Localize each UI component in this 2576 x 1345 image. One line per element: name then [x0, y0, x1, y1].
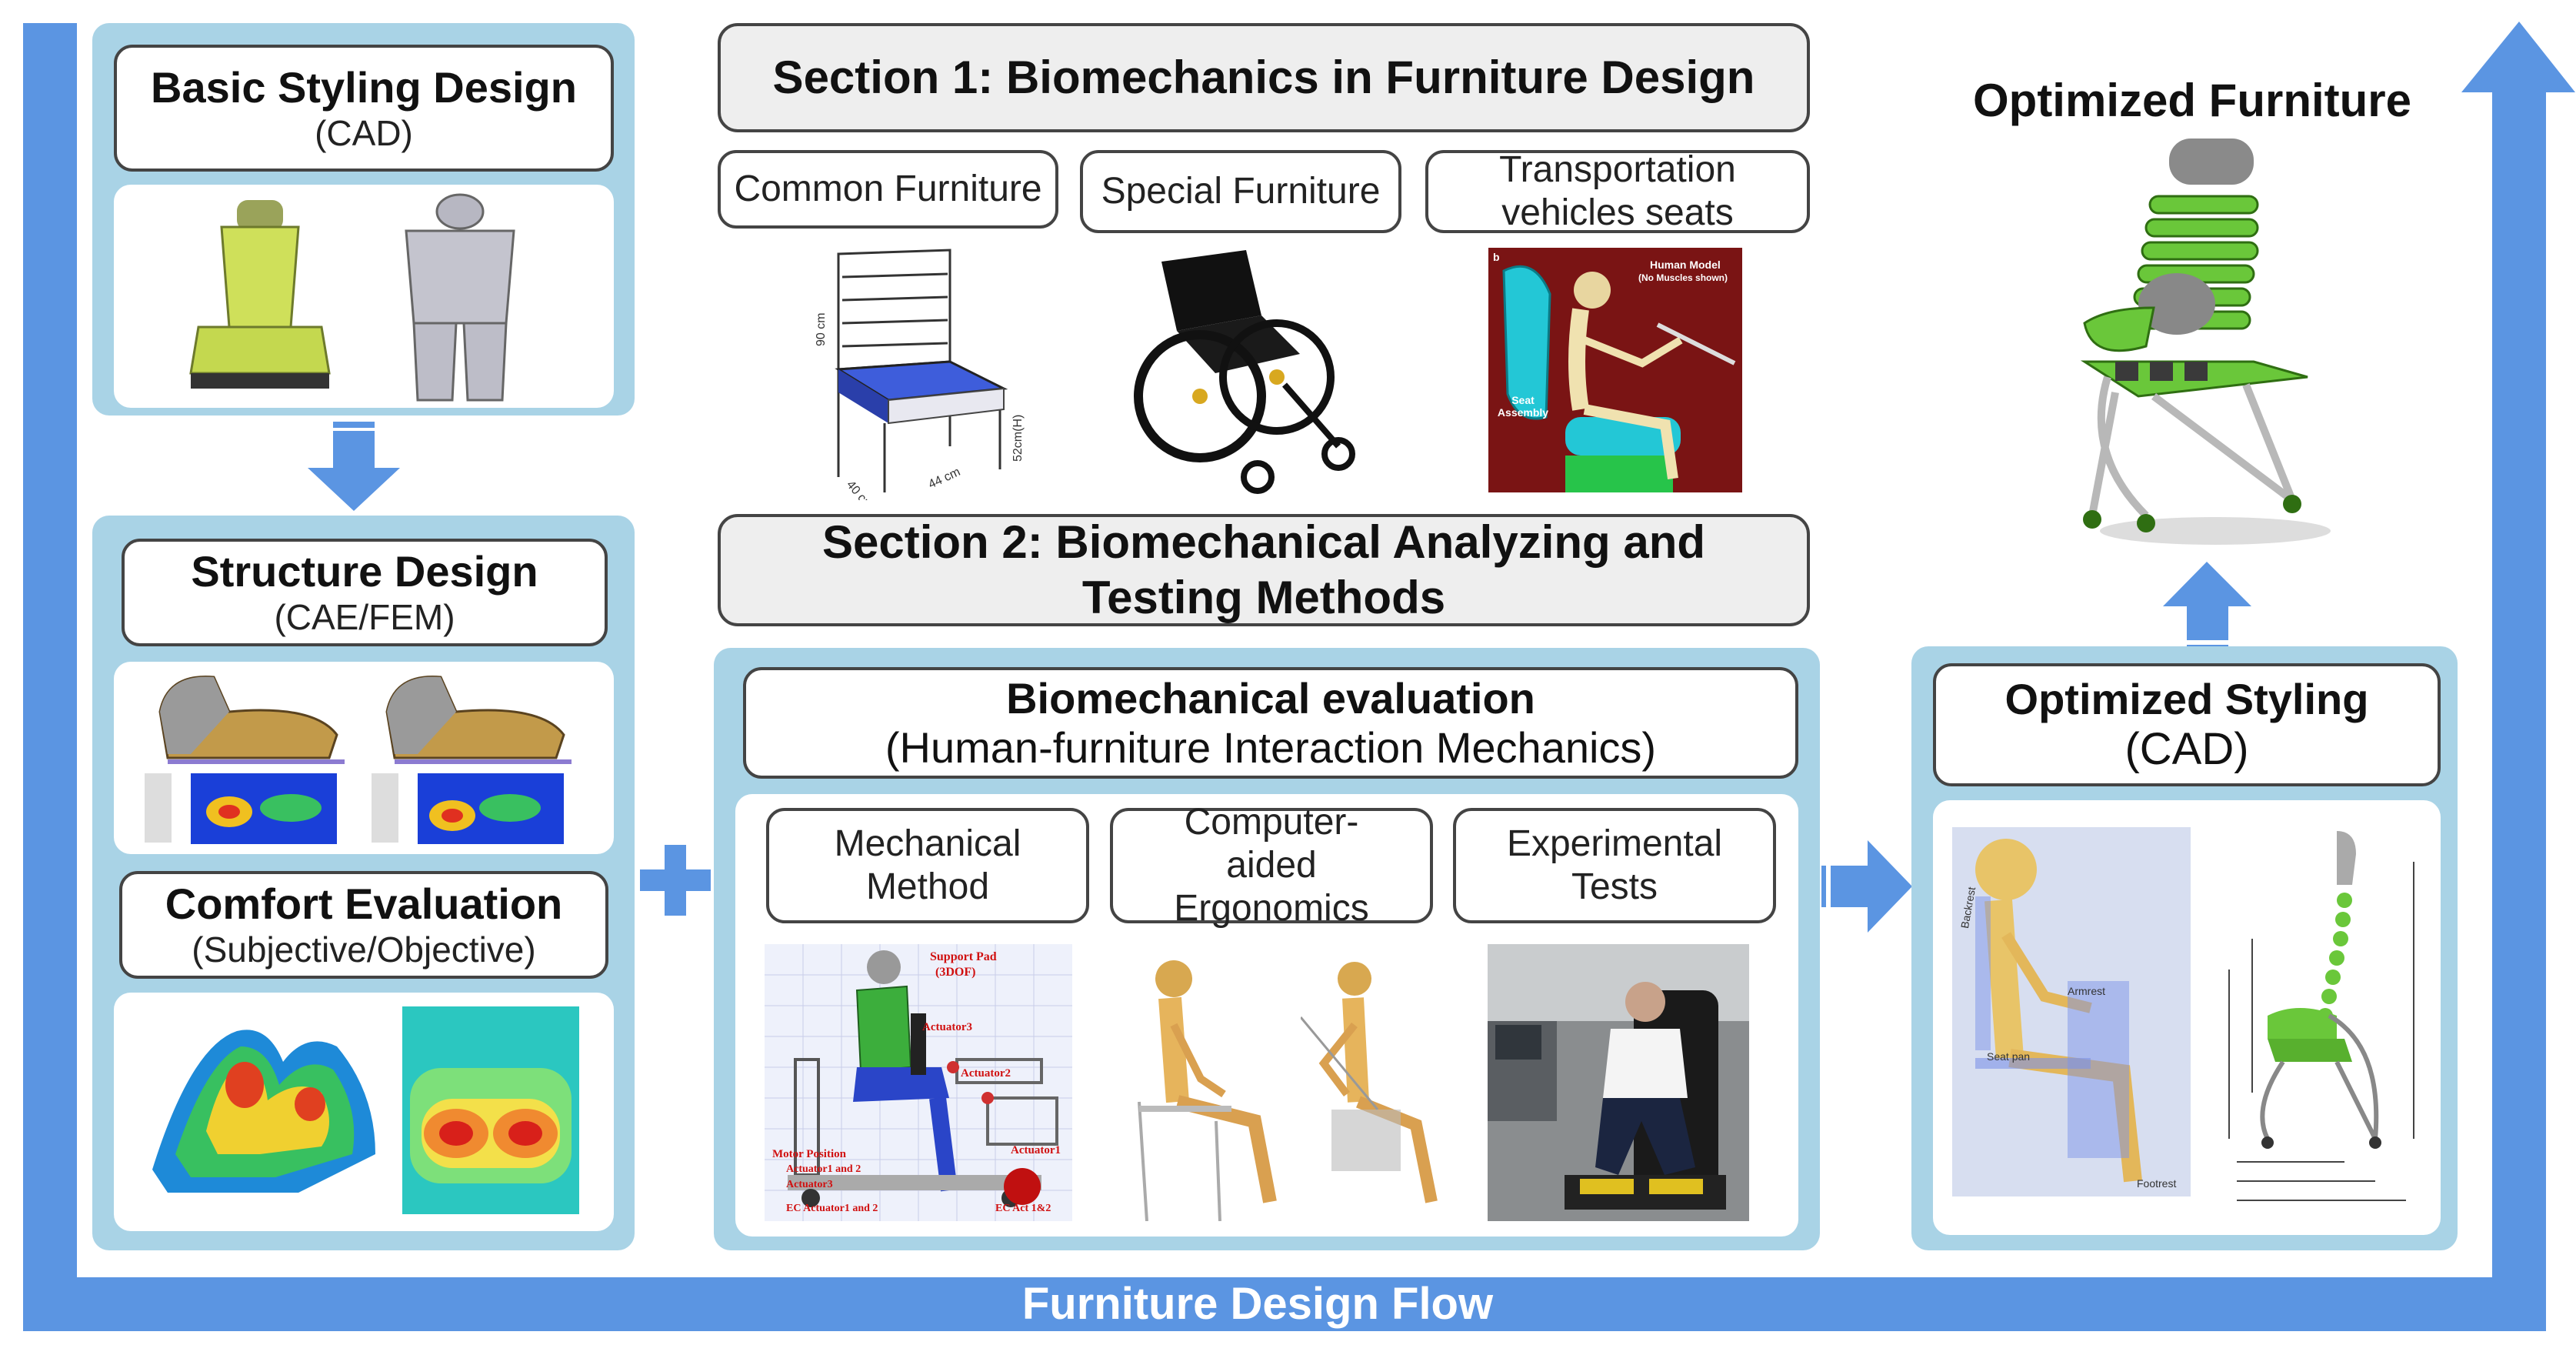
- dim-height: 90 cm: [815, 312, 828, 346]
- category-special: Special Furniture: [1080, 150, 1401, 233]
- basic-styling-subtitle: (CAD): [315, 112, 413, 153]
- evaluation-label: Biomechanical evaluation (Human-furnitur…: [743, 667, 1798, 779]
- basic-styling-image-area: [114, 185, 614, 408]
- structure-subtitle: (CAE/FEM): [274, 597, 455, 637]
- mech-act2-label: Actuator2: [961, 1067, 1011, 1080]
- fem-foot-image-1: [145, 676, 345, 844]
- optimized-furniture-title: Optimized Furniture: [1973, 75, 2411, 126]
- section1-header: Section 1: Biomechanics in Furniture Des…: [718, 23, 1810, 132]
- plus-icon: [640, 845, 711, 916]
- seat-cad-image: [189, 200, 331, 389]
- basic-styling-panel: Basic Styling Design (CAD): [92, 23, 635, 416]
- mech-dof-label: (3DOF): [935, 966, 976, 979]
- optimized-chair-image: [2080, 139, 2331, 545]
- pressure-map-image: [402, 1006, 579, 1214]
- section2-header: Section 2: Biomechanical Analyzing and T…: [718, 514, 1810, 626]
- dim-seat-height: 52cm(H): [1011, 415, 1025, 462]
- optimized-styling-label: Optimized Styling (CAD): [1933, 663, 2441, 786]
- dim-width: 44 cm: [927, 466, 963, 492]
- right-arrow: [1821, 840, 1912, 933]
- down-arrow-1: [308, 422, 400, 511]
- mech-support-label: Support Pad: [930, 950, 997, 963]
- experimental-test-photo: [1488, 944, 1749, 1221]
- comfort-label: Comfort Evaluation (Subjective/Objective…: [119, 871, 608, 979]
- basic-styling-label: Basic Styling Design (CAD): [114, 45, 614, 172]
- skeleton-seated-image-1: [1138, 960, 1277, 1221]
- dim-depth: 40 cm: [844, 479, 875, 500]
- body-mannequin-image: [405, 193, 515, 402]
- structure-image-area: [114, 662, 614, 854]
- cad-skeleton-image: Backrest Armrest Seat pan Footrest: [1952, 827, 2191, 1196]
- optimized-styling-panel: Optimized Styling (CAD) Backrest Armrest…: [1911, 646, 2458, 1250]
- evaluation-subtitle: (Human-furniture Interaction Mechanics): [885, 723, 1657, 772]
- transport-seat-label: Seat Assembly: [1497, 394, 1549, 419]
- comfort-image-area: [114, 993, 614, 1231]
- mech-ec12-label: EC Actuator1 and 2: [786, 1203, 878, 1214]
- evaluation-title: Biomechanical evaluation: [1006, 673, 1535, 723]
- cad-footrest-label: Footrest: [2137, 1177, 2177, 1190]
- mech-ecact-label: EC Act 1&2: [995, 1203, 1051, 1214]
- up-arrow: [2163, 562, 2251, 651]
- method-computer-aided: Computer-aided Ergonomics: [1110, 802, 1433, 929]
- method-experimental: Experimental Tests: [1453, 808, 1776, 923]
- evaluation-methods-area: Mechanical Method Computer-aided Ergonom…: [735, 794, 1798, 1237]
- category-common: Common Furniture: [718, 150, 1058, 229]
- flow-label: Furniture Design Flow: [1021, 1279, 1494, 1329]
- pressure-surface-image: [152, 1030, 375, 1193]
- basic-styling-title: Basic Styling Design: [151, 62, 577, 112]
- transport-seat-image: b Human Model (No Muscles shown) Seat As…: [1488, 248, 1742, 492]
- fem-foot-image-2: [372, 676, 572, 844]
- mech-act3-label: Actuator3: [922, 1021, 972, 1033]
- wheelchair-image: [1134, 250, 1355, 494]
- mechanical-rig-image: Support Pad (3DOF) Actuator3 Actuator2 A…: [765, 944, 1072, 1221]
- cad-seat-label: Seat pan: [1987, 1050, 2031, 1063]
- structure-comfort-panel: Structure Design (CAE/FEM) Comfort Evalu…: [92, 516, 635, 1250]
- transport-tag: b: [1493, 251, 1500, 263]
- category-transport: Transportation vehicles seats: [1425, 149, 1810, 233]
- optimized-styling-subtitle: (CAD): [2124, 724, 2249, 774]
- method-mechanical: Mechanical Method: [766, 808, 1089, 923]
- transport-model-label: Human Model: [1650, 259, 1721, 271]
- cad-chair-drawing: [2228, 831, 2414, 1201]
- skeleton-seated-image-2: [1301, 962, 1438, 1203]
- mech-act1-label: Actuator1: [1011, 1144, 1061, 1156]
- optimized-styling-title: Optimized Styling: [2004, 675, 2369, 723]
- evaluation-panel: Biomechanical evaluation (Human-furnitur…: [714, 648, 1820, 1250]
- mech-act12-label: Actuator1 and 2: [786, 1163, 861, 1175]
- comfort-title: Comfort Evaluation: [165, 879, 563, 928]
- mech-motor-label: Motor Position: [772, 1148, 846, 1160]
- structure-title: Structure Design: [191, 547, 538, 596]
- comfort-subtitle: (Subjective/Objective): [192, 929, 536, 970]
- cad-armrest-label: Armrest: [2068, 985, 2105, 997]
- transport-model-note: (No Muscles shown): [1638, 272, 1728, 283]
- structure-label: Structure Design (CAE/FEM): [122, 539, 608, 646]
- mech-act3b-label: Actuator3: [786, 1179, 833, 1190]
- optimized-styling-image-area: Backrest Armrest Seat pan Footrest: [1933, 800, 2441, 1235]
- common-chair-image: 90 cm 40 cm 44 cm 52cm(H): [815, 249, 1025, 500]
